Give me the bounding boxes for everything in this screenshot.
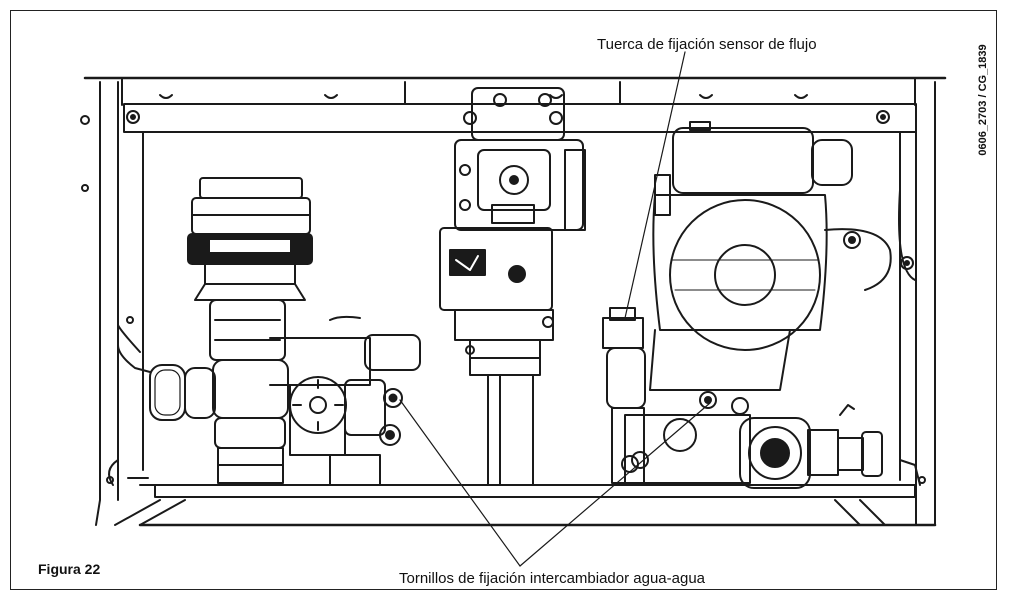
circulation-pump bbox=[649, 121, 916, 391]
central-gas-valve bbox=[439, 87, 586, 486]
callout-label-flow-sensor-nut: Tuerca de fijación sensor de flujo bbox=[597, 36, 817, 53]
right-hydraulic-block bbox=[624, 391, 883, 489]
figure-caption: Figura 22 bbox=[38, 561, 101, 577]
callout-label-exchanger-screws: Tornillos de fijación intercambiador agu… bbox=[399, 570, 706, 587]
document-code: 0606_2703 / CG_1839 bbox=[977, 44, 989, 156]
left-valve-assembly bbox=[149, 177, 421, 486]
callout-leaders bbox=[399, 51, 711, 567]
figure-frame bbox=[10, 10, 997, 590]
left-pipe bbox=[117, 324, 151, 373]
